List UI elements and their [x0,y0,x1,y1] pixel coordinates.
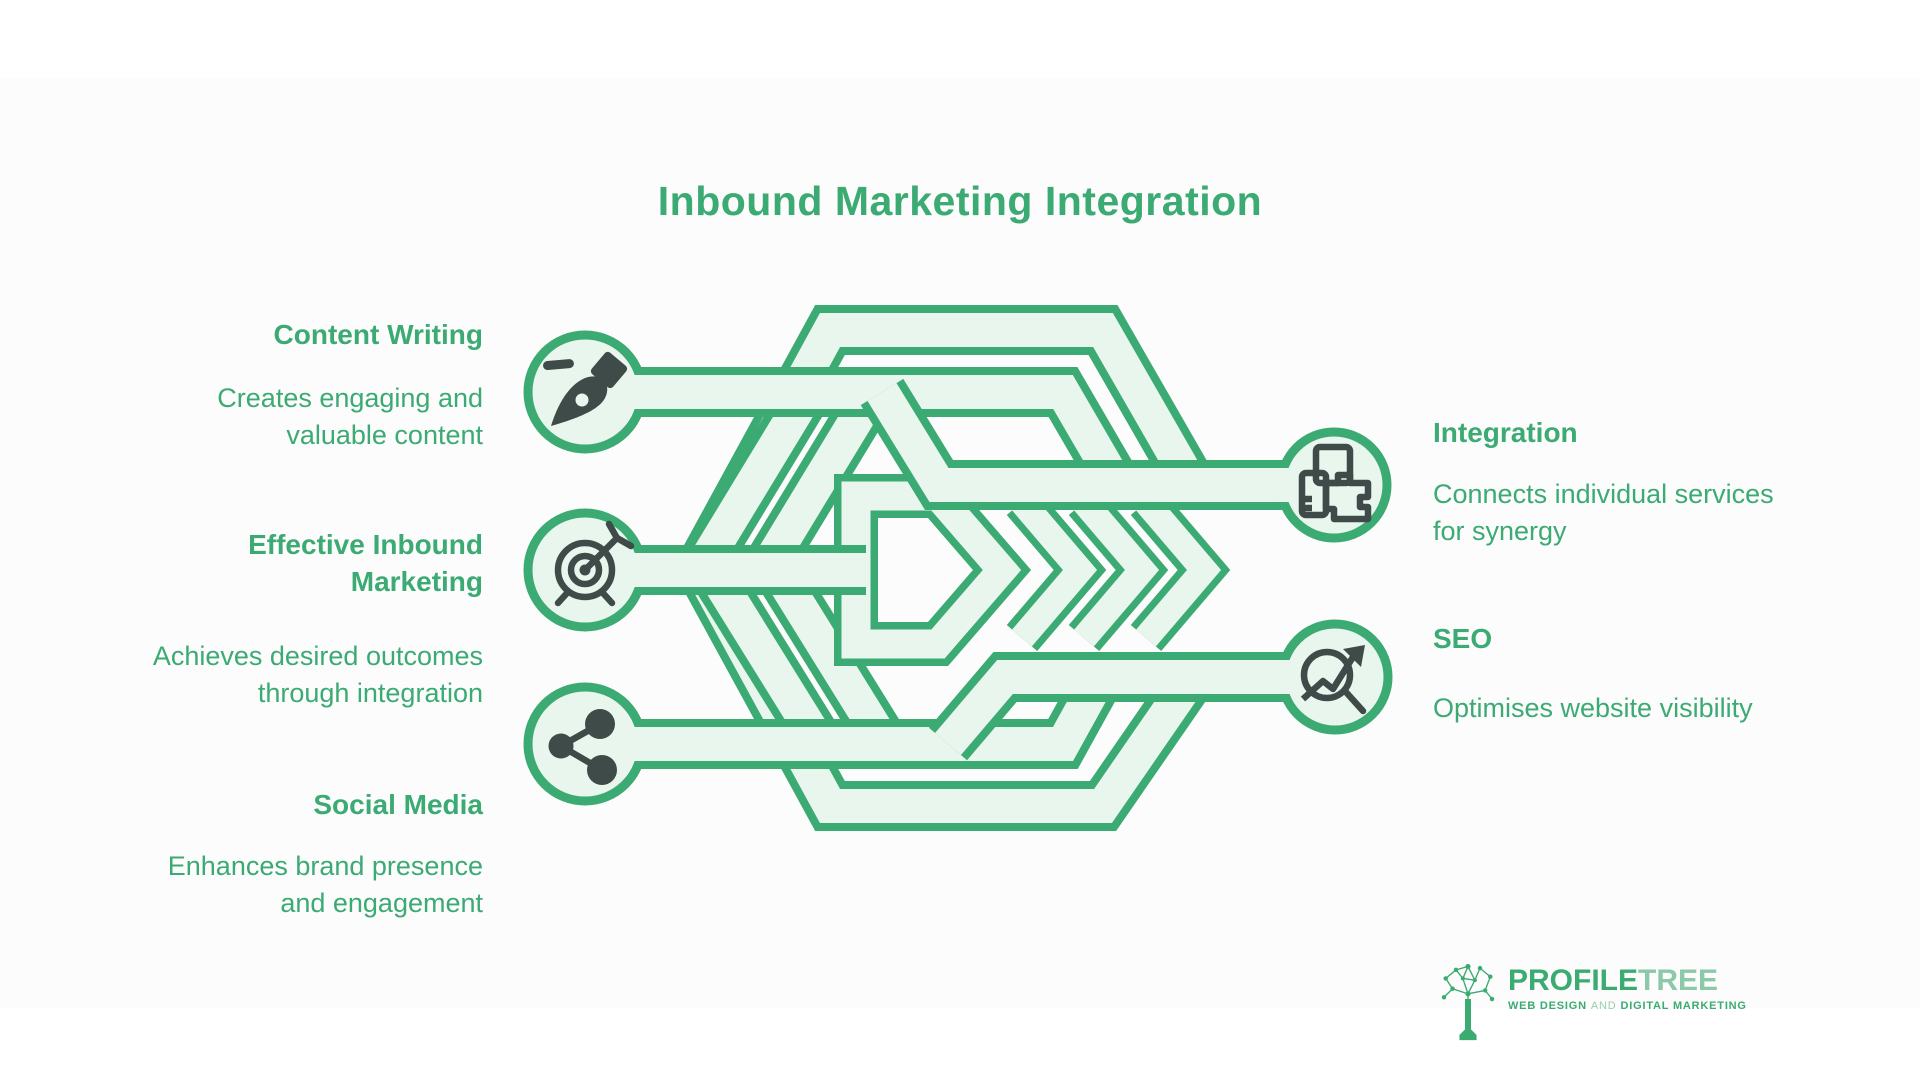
seo-connector [928,652,1340,761]
page-title: Inbound Marketing Integration [657,178,1263,224]
desc-integration: Connects individual services for synergy [1433,479,1774,546]
left-diagonal-connectors [678,379,907,758]
ring-opening [632,375,652,409]
puzzle-blocks-icon [1298,443,1372,523]
label-social-media: Social Media [313,789,483,820]
label-integration: Integration [1433,417,1578,448]
ring-opening [632,553,652,587]
integration-connector [860,378,1340,510]
ring-opening [1272,660,1292,694]
target-dart-icon [554,520,635,607]
network-tree-icon [1441,963,1495,1041]
label-effective-inbound-marketing: Effective Inbound Marketing [248,529,483,597]
label-seo: SEO [1433,623,1493,654]
ring-opening [632,727,652,761]
logo-name-secondary: TREE [1638,964,1719,997]
seo-node [1277,619,1393,735]
center-arrow-hexagon [834,474,1032,666]
logo-tagline-web: WEB DESIGN [1508,1000,1587,1012]
label-content-writing: Content Writing [273,319,483,350]
content-writing-connector [588,367,1142,503]
share-icon [548,709,617,785]
logo-name-primary: PROFILE [1508,964,1639,997]
magnifier-trend-icon [1300,645,1367,715]
logo-tagline-digital: DIGITAL MARKETING [1620,1000,1747,1012]
desc-content-writing: Creates engaging and valuable content [217,383,483,450]
chevron-arrows [1006,489,1231,651]
logo-name: PROFILETREE [1508,966,1751,996]
social-media-node [523,682,647,806]
logo-tagline-and: AND [1590,1000,1617,1012]
desc-seo: Optimises website visibility [1433,693,1753,723]
ring-opening [1271,468,1291,502]
desc-effective-inbound-marketing: Achieves desired outcomes through integr… [152,641,483,708]
desc-social-media: Enhances brand presence and engagement [167,851,483,918]
pen-nib-icon [543,351,628,426]
